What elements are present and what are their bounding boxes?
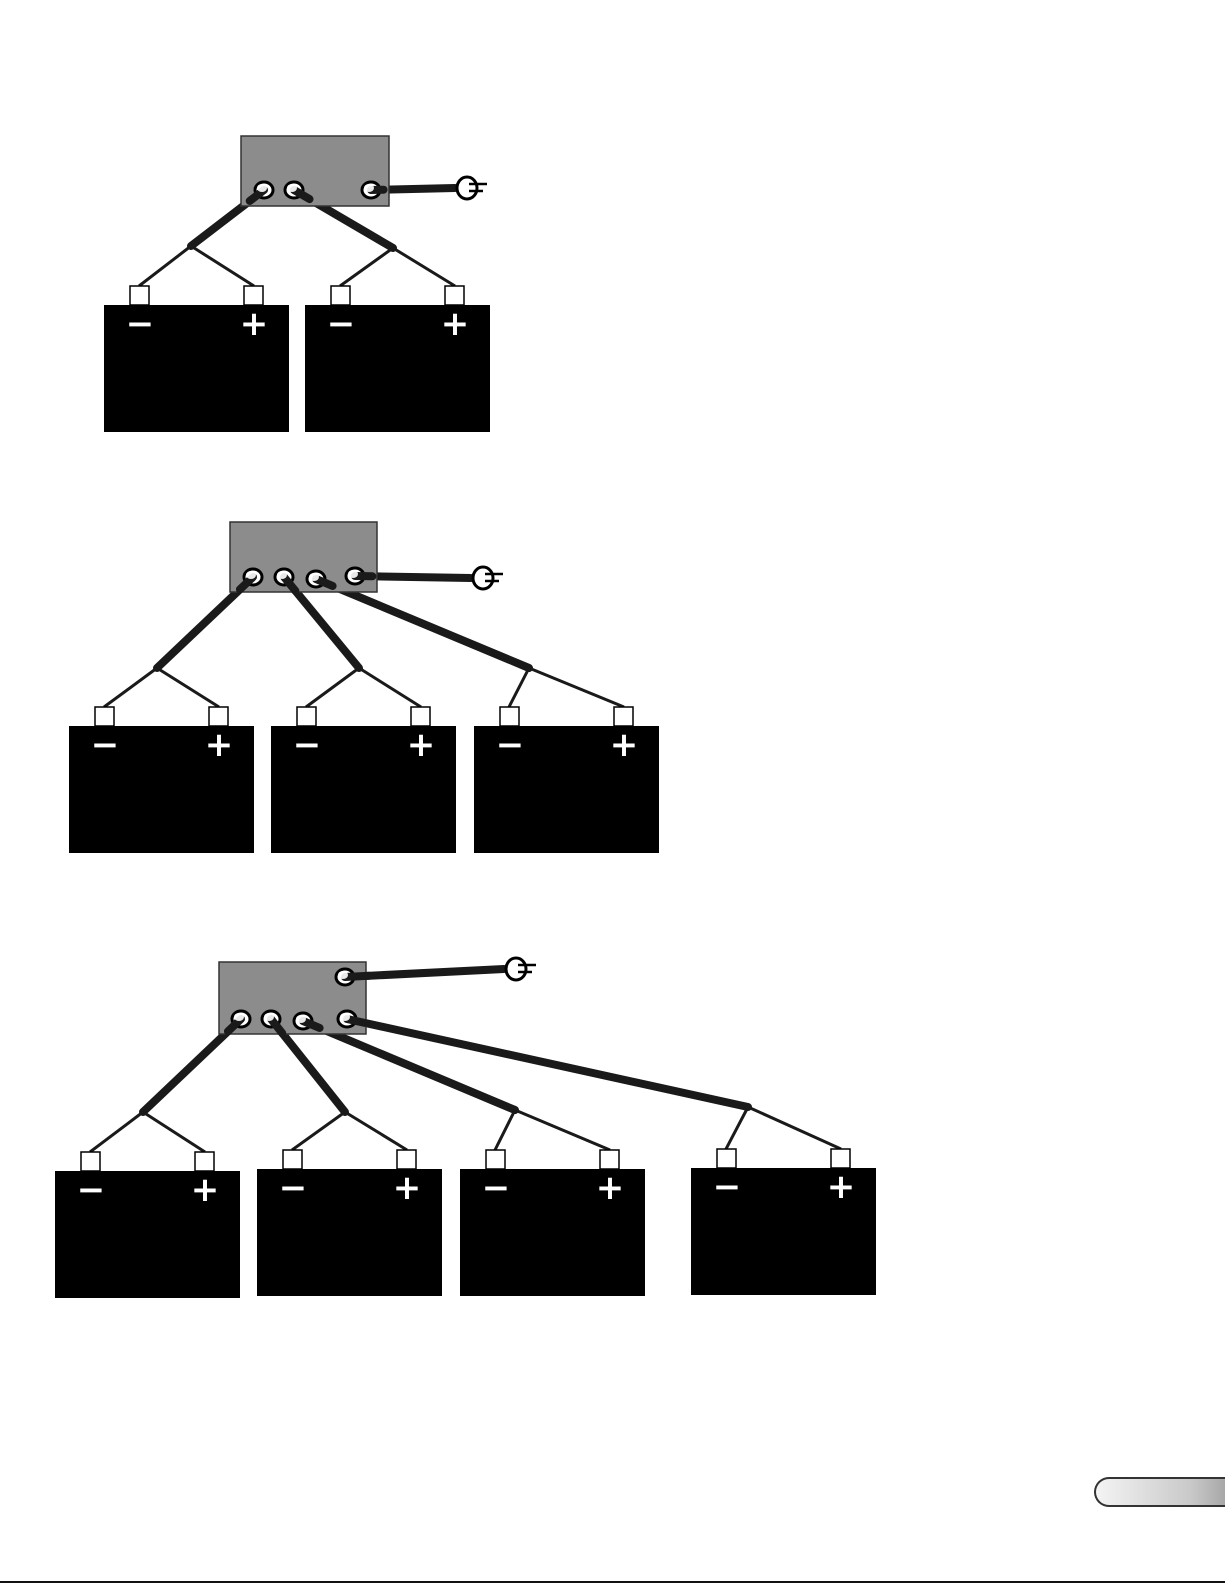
negative-label: −	[713, 1167, 742, 1207]
positive-lead	[529, 668, 624, 707]
positive-terminal	[614, 707, 633, 726]
positive-terminal	[397, 1150, 416, 1169]
socket-highlight	[338, 971, 348, 979]
negative-label: −	[496, 725, 525, 765]
positive-lead	[157, 668, 219, 707]
plug-body	[506, 958, 526, 980]
plug-body	[457, 177, 477, 199]
battery-icon: −+	[104, 286, 289, 432]
negative-terminal	[283, 1150, 302, 1169]
negative-label: −	[91, 725, 120, 765]
positive-terminal	[411, 707, 430, 726]
negative-lead	[726, 1107, 748, 1149]
battery-icon: −+	[305, 286, 490, 432]
positive-terminal	[244, 286, 263, 305]
positive-lead	[515, 1110, 610, 1150]
positive-terminal	[445, 286, 464, 305]
negative-terminal	[297, 707, 316, 726]
plug-body	[473, 567, 493, 589]
page-tab-icon	[1094, 1477, 1225, 1507]
cable-entry	[347, 1019, 365, 1023]
negative-terminal	[717, 1149, 736, 1168]
positive-label: +	[240, 304, 269, 344]
positive-lead	[191, 246, 254, 286]
negative-lead	[292, 1112, 345, 1150]
positive-lead	[143, 1112, 205, 1152]
negative-label: −	[126, 304, 155, 344]
battery-icon: −+	[474, 707, 659, 853]
battery-icon: −+	[55, 1152, 240, 1298]
negative-label: −	[293, 725, 322, 765]
positive-label: +	[191, 1170, 220, 1210]
socket-highlight	[246, 571, 256, 579]
negative-lead	[139, 246, 191, 286]
socket-highlight	[287, 184, 297, 192]
positive-terminal	[195, 1152, 214, 1171]
negative-lead	[509, 668, 529, 707]
negative-terminal	[486, 1150, 505, 1169]
negative-terminal	[331, 286, 350, 305]
positive-label: +	[393, 1168, 422, 1208]
positive-lead	[345, 1112, 407, 1150]
positive-lead	[748, 1107, 841, 1149]
battery-icon: −+	[257, 1150, 442, 1296]
negative-label: −	[327, 304, 356, 344]
socket-highlight	[234, 1013, 244, 1021]
positive-label: +	[610, 725, 639, 765]
positive-terminal	[209, 707, 228, 726]
socket-highlight	[296, 1015, 306, 1023]
positive-label: +	[596, 1168, 625, 1208]
negative-label: −	[482, 1168, 511, 1208]
positive-label: +	[827, 1167, 856, 1207]
socket-highlight	[309, 573, 319, 581]
negative-terminal	[95, 707, 114, 726]
negative-lead	[495, 1110, 515, 1150]
four-battery-wiring: −+−+−+−+	[55, 958, 876, 1298]
socket-highlight	[340, 1013, 350, 1021]
positive-lead	[359, 668, 421, 707]
socket-highlight	[277, 571, 287, 579]
battery-icon: −+	[691, 1149, 876, 1295]
positive-label: +	[407, 725, 436, 765]
positive-terminal	[600, 1150, 619, 1169]
socket-highlight	[264, 1013, 274, 1021]
negative-lead	[340, 248, 393, 286]
page-rule	[0, 1581, 1225, 1583]
battery-icon: −+	[460, 1150, 645, 1296]
positive-label: +	[205, 725, 234, 765]
negative-lead	[104, 668, 157, 707]
two-battery-wiring: −+−+	[104, 136, 490, 432]
positive-terminal	[831, 1149, 850, 1168]
socket-highlight	[364, 184, 374, 192]
battery-icon: −+	[69, 707, 254, 853]
negative-terminal	[81, 1152, 100, 1171]
three-battery-wiring: −+−+−+	[69, 522, 659, 853]
negative-terminal	[130, 286, 149, 305]
negative-terminal	[500, 707, 519, 726]
negative-lead	[90, 1112, 143, 1152]
socket-highlight	[348, 570, 358, 578]
battery-icon: −+	[271, 707, 456, 853]
negative-lead	[306, 668, 359, 707]
cable-entry	[345, 976, 369, 977]
negative-label: −	[77, 1170, 106, 1210]
negative-label: −	[279, 1168, 308, 1208]
socket-highlight	[257, 184, 267, 192]
cable-plug-icon	[345, 958, 536, 980]
positive-lead	[393, 248, 455, 286]
positive-label: +	[441, 304, 470, 344]
